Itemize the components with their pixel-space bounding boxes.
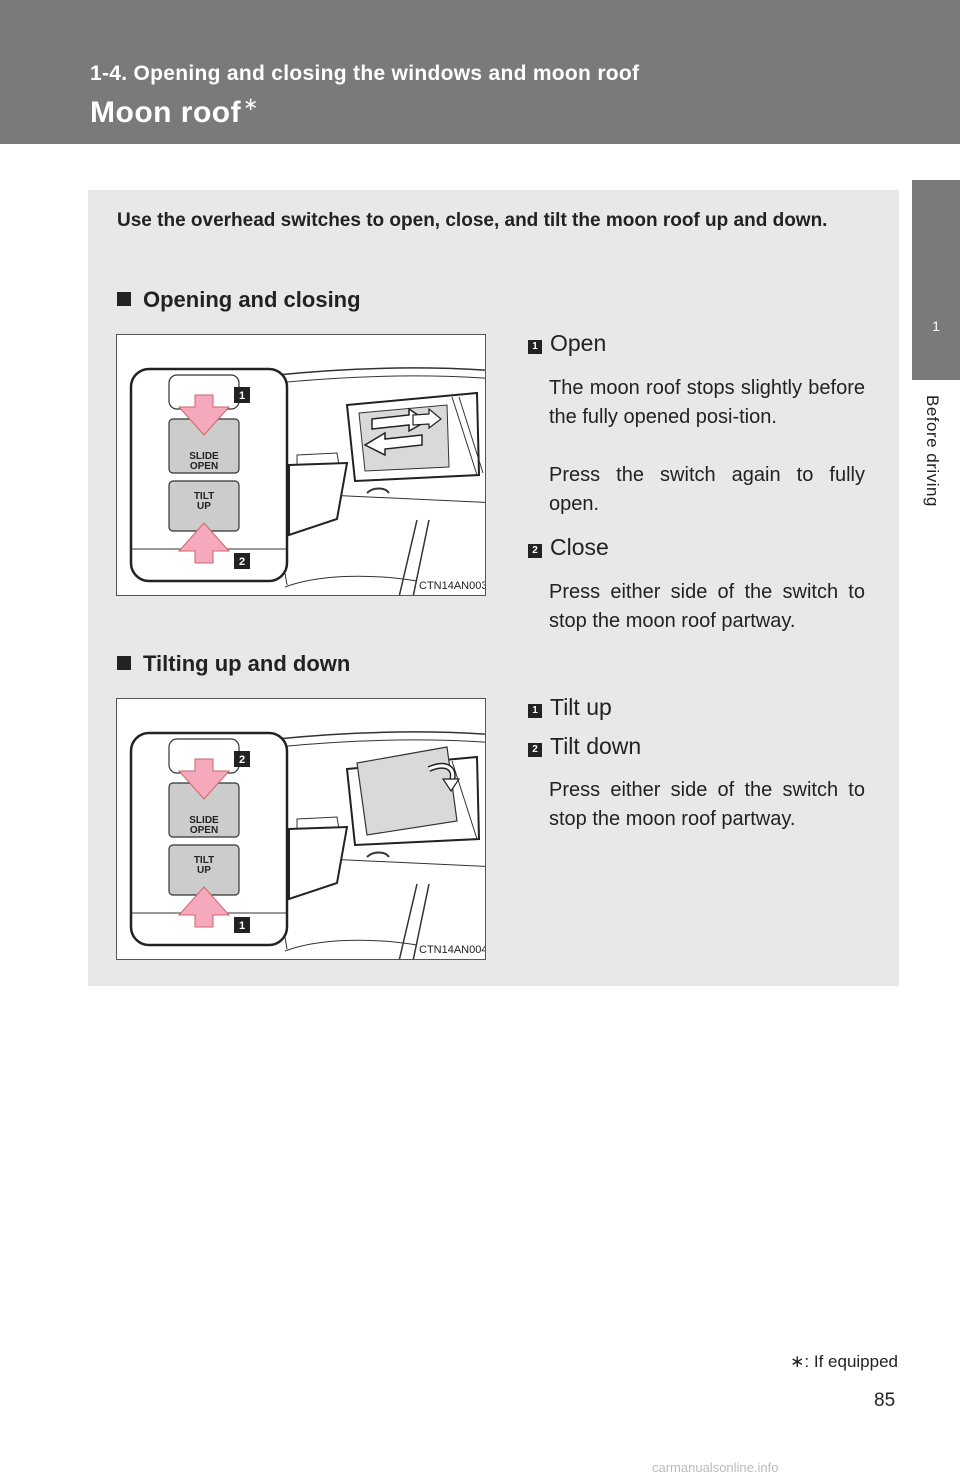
equipped-mark: ∗ xyxy=(243,94,259,114)
item-label: Tilt down xyxy=(550,733,642,759)
item-open-desc-2: Press the switch again to fully open. xyxy=(549,464,865,515)
figure-badge-bottom xyxy=(234,917,250,933)
figure-code: CTN14AN004 xyxy=(419,944,485,956)
switch-label-open: OPEN xyxy=(190,461,218,472)
figure-badge-top xyxy=(234,751,250,767)
moon-roof-switch-illustration: SLIDE OPEN TILT UP 1 2 CTN14AN003 xyxy=(129,367,485,595)
item-close-desc: Press either side of the switch to stop … xyxy=(549,581,865,632)
item-badge: 2 xyxy=(528,544,542,558)
item-tilt-down: 2 Tilt down xyxy=(528,733,641,760)
press-down-arrow-icon xyxy=(177,394,231,436)
figure-badge-top-text: 1 xyxy=(239,390,245,402)
page-number: 85 xyxy=(874,1390,896,1411)
intro-text: Use the overhead switches to open, close… xyxy=(117,210,828,231)
switch-label-up: UP xyxy=(197,865,211,876)
item-tilt-desc: Press either side of the switch to stop … xyxy=(549,779,865,830)
watermark: carmanualsonline.info xyxy=(652,1460,779,1475)
item-badge: 1 xyxy=(528,704,542,718)
item-label: Close xyxy=(550,534,609,560)
chapter-number: 1 xyxy=(932,318,940,334)
footnote-mark: ∗ xyxy=(790,1352,805,1371)
press-up-arrow-icon xyxy=(177,522,231,564)
figure-badge-bottom-text: 1 xyxy=(239,920,245,932)
item-label: Tilt up xyxy=(550,694,612,720)
figure-badge-bottom xyxy=(234,553,250,569)
switch-label-slide: SLIDE xyxy=(189,451,219,462)
footnote-text: : If equipped xyxy=(804,1352,898,1371)
moon-roof-tilt-illustration: SLIDE OPEN TILT UP 2 1 CTN14AN004 xyxy=(129,731,485,959)
switch-label-up: UP xyxy=(197,501,211,512)
item-open: 1 Open xyxy=(528,330,606,357)
item-close: 2 Close xyxy=(528,534,609,561)
figure-badge-top xyxy=(234,387,250,403)
figure-badge-top-text: 2 xyxy=(239,754,245,766)
subheading-opening: Opening and closing xyxy=(117,287,361,313)
figure-opening: SLIDE OPEN TILT UP 1 2 CTN14AN003 xyxy=(116,334,486,596)
figure-code: CTN14AN003 xyxy=(419,580,485,592)
item-open-desc: The moon roof stops slightly before the … xyxy=(549,377,865,428)
footnote: ∗: If equipped xyxy=(790,1352,898,1372)
figure-badge-bottom-text: 2 xyxy=(239,556,245,568)
subheading-text: Tilting up and down xyxy=(143,651,351,676)
item-badge: 1 xyxy=(528,340,542,354)
page-title: Moon roof∗ xyxy=(90,94,259,130)
switch-label-slide: SLIDE xyxy=(189,815,219,826)
press-up-arrow-icon xyxy=(177,886,231,928)
figure-tilting: SLIDE OPEN TILT UP 2 1 CTN14AN004 xyxy=(116,698,486,960)
chapter-label: Before driving xyxy=(923,395,942,507)
title-text: Moon roof xyxy=(90,96,242,129)
subheading-text: Opening and closing xyxy=(143,287,361,312)
press-down-arrow-icon xyxy=(177,758,231,800)
item-label: Open xyxy=(550,330,607,356)
item-badge: 2 xyxy=(528,743,542,757)
section-heading: 1-4. Opening and closing the windows and… xyxy=(90,62,640,85)
page-header xyxy=(0,0,960,144)
item-tilt-up: 1 Tilt up xyxy=(528,694,612,721)
switch-label-tilt: TILT xyxy=(194,855,214,866)
bullet-square-icon xyxy=(117,656,131,670)
chapter-tab[interactable] xyxy=(912,180,960,380)
subheading-tilting: Tilting up and down xyxy=(117,651,350,677)
switch-label-open: OPEN xyxy=(190,825,218,836)
bullet-square-icon xyxy=(117,292,131,306)
switch-label-tilt: TILT xyxy=(194,491,214,502)
